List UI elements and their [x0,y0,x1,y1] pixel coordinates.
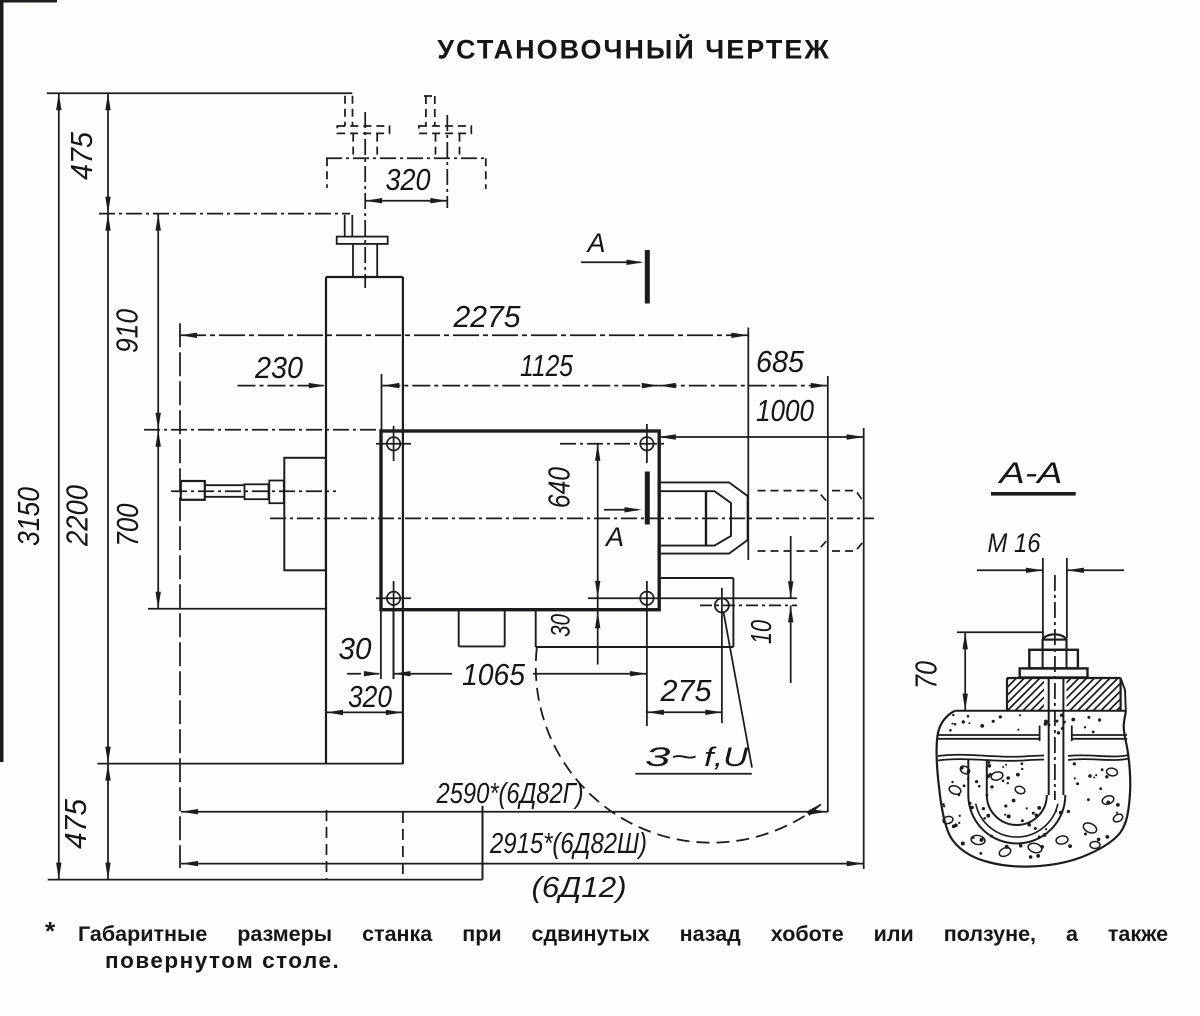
svg-text:А-А: А-А [997,457,1063,490]
svg-text:2590*(6Д82Г): 2590*(6Д82Г) [436,778,584,810]
svg-text:320: 320 [386,162,431,197]
svg-text:A: A [585,228,605,258]
svg-text:1000: 1000 [756,393,814,428]
svg-text:УСТАНОВОЧНЫЙ ЧЕРТЕЖ: УСТАНОВОЧНЫЙ ЧЕРТЕЖ [437,34,831,65]
svg-text:230: 230 [254,350,303,385]
svg-text:320: 320 [348,679,392,714]
svg-text:(6Д12): (6Д12) [532,872,627,904]
svg-text:f,U: f,U [704,742,749,772]
svg-text:475: 475 [64,131,99,180]
svg-text:повернутом столе.: повернутом столе. [105,948,340,973]
svg-text:30: 30 [546,614,576,637]
svg-text:475: 475 [58,798,93,849]
svg-text:2915*(6Д82Ш): 2915*(6Д82Ш) [489,828,647,860]
svg-text:275: 275 [660,673,713,708]
svg-text:2200: 2200 [60,485,95,547]
svg-text:910: 910 [110,309,145,353]
svg-text:M 16: M 16 [988,528,1042,558]
svg-text:*: * [45,916,56,946]
svg-text:700: 700 [110,504,145,547]
svg-text:1125: 1125 [520,348,574,383]
svg-text:A: A [604,522,624,552]
svg-text:3~: 3~ [645,742,697,772]
svg-text:2275: 2275 [453,299,522,334]
svg-text:10: 10 [746,620,778,644]
svg-text:Габаритные размеры станка при: Габаритные размеры станка при сдвинутых … [78,922,1168,946]
svg-text:70: 70 [909,661,944,689]
svg-text:30: 30 [339,631,372,666]
svg-text:640: 640 [542,467,577,508]
svg-text:3150: 3150 [11,487,46,546]
svg-text:1065: 1065 [462,657,526,692]
svg-text:685: 685 [756,344,805,379]
